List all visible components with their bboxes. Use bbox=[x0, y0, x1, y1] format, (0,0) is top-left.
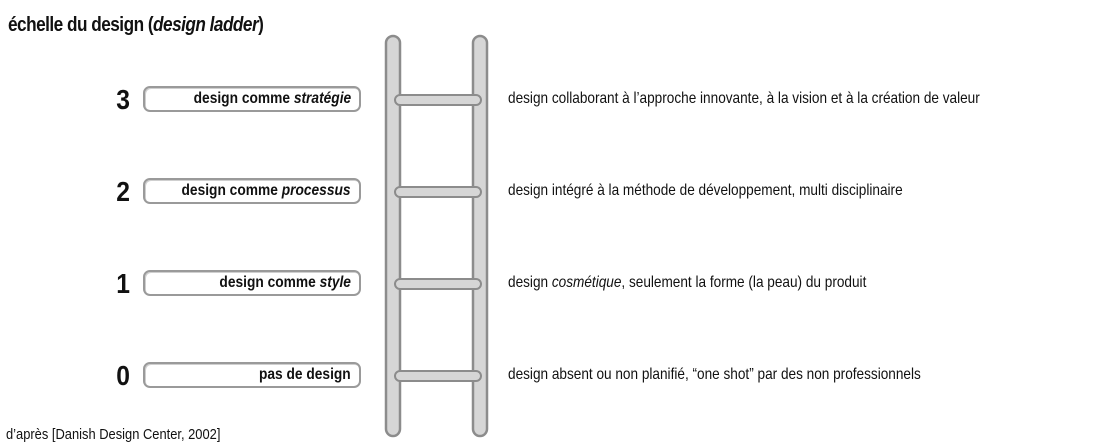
ladder-rung-2 bbox=[394, 186, 482, 198]
level-box-1: design comme style bbox=[143, 270, 361, 296]
level-label-3-main: design comme bbox=[193, 90, 294, 107]
level-description-0: design absent ou non planifié, “one shot… bbox=[508, 365, 921, 385]
level-label-1-main: design comme bbox=[219, 274, 320, 291]
level-label-0-main: pas de design bbox=[259, 366, 351, 383]
level-label-2-italic: processus bbox=[282, 182, 351, 199]
ladder-graphic bbox=[384, 34, 489, 438]
level-description-3-main: design collaborant à l’approche innovant… bbox=[508, 90, 980, 107]
source-citation: d’après [Danish Design Center, 2002] bbox=[6, 426, 221, 443]
level-description-1: design cosmétique, seulement la forme (l… bbox=[508, 273, 866, 293]
level-description-2: design intégré à la méthode de développe… bbox=[508, 181, 903, 201]
level-number-2: 2 bbox=[116, 176, 130, 207]
ladder-left-rail bbox=[384, 34, 402, 438]
level-description-1-before: design bbox=[508, 274, 552, 291]
level-box-0: pas de design bbox=[143, 362, 361, 388]
level-number-0: 0 bbox=[116, 360, 130, 391]
ladder-rung-1 bbox=[394, 278, 482, 290]
level-description-1-italic: cosmétique bbox=[551, 274, 622, 291]
title-end: ) bbox=[258, 14, 264, 36]
ladder-rung-0 bbox=[394, 370, 482, 382]
level-label-1: design comme style bbox=[219, 273, 351, 293]
ladder-right-rail bbox=[471, 34, 489, 438]
level-label-1-italic: style bbox=[319, 274, 351, 291]
level-label-0: pas de design bbox=[259, 365, 351, 385]
title-main: échelle du design ( bbox=[8, 14, 154, 36]
level-description-0-main: design absent ou non planifié, “one shot… bbox=[508, 366, 921, 383]
level-box-2: design comme processus bbox=[143, 178, 361, 204]
level-number-1: 1 bbox=[116, 268, 130, 299]
level-description-2-main: design intégré à la méthode de développe… bbox=[508, 182, 903, 199]
diagram-title: échelle du design (design ladder) bbox=[8, 14, 264, 37]
ladder-rung-3 bbox=[394, 94, 482, 106]
level-description-1-after: , seulement la forme (la peau) du produi… bbox=[621, 274, 867, 291]
level-label-3: design comme stratégie bbox=[193, 89, 351, 109]
title-italic: design ladder bbox=[153, 14, 259, 36]
level-number-3: 3 bbox=[116, 84, 130, 115]
level-box-3: design comme stratégie bbox=[143, 86, 361, 112]
level-label-2-main: design comme bbox=[181, 182, 283, 199]
level-description-3: design collaborant à l’approche innovant… bbox=[508, 89, 980, 109]
level-label-2: design comme processus bbox=[182, 181, 351, 201]
level-label-3-italic: stratégie bbox=[293, 90, 351, 107]
